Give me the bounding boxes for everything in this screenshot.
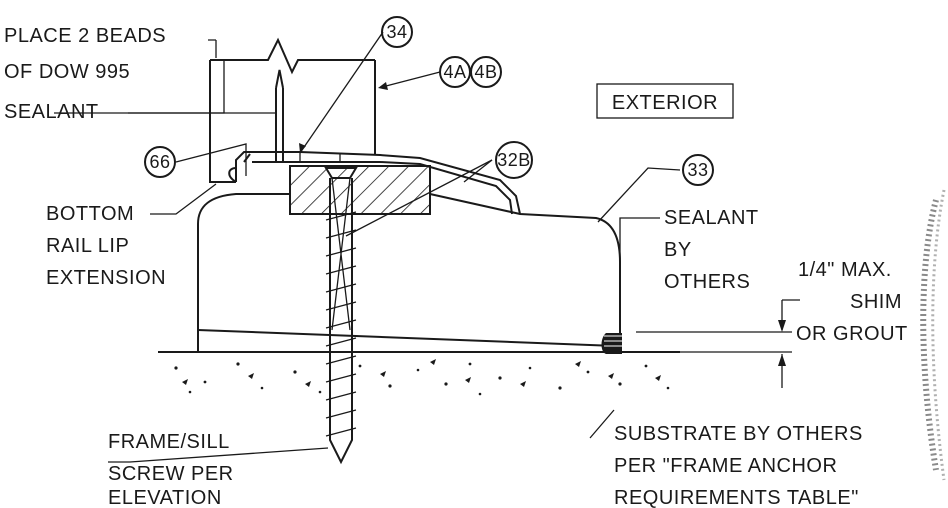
- note-exterior: EXTERIOR: [596, 83, 734, 119]
- svg-text:OR GROUT: OR GROUT: [796, 323, 908, 345]
- seal-stamp-edge: [920, 189, 946, 481]
- shim-dimension: [628, 299, 800, 388]
- svg-text:RAIL LIP: RAIL LIP: [46, 235, 129, 257]
- callout-32b: 32B: [495, 141, 533, 179]
- note-bottom-rail: BOTTOM RAIL LIP EXTENSION: [46, 203, 166, 289]
- callout-33: 33: [682, 154, 714, 186]
- note-frame-screw: FRAME/SILL SCREW PER ELEVATION: [108, 431, 234, 508]
- svg-text:34: 34: [386, 22, 407, 42]
- bottom-rail-clip: [228, 151, 521, 215]
- svg-text:4A: 4A: [443, 62, 466, 82]
- leader-lines: [54, 31, 681, 463]
- note-substrate: SUBSTRATE BY OTHERS PER "FRAME ANCHOR RE…: [614, 423, 863, 508]
- svg-text:PER "FRAME ANCHOR: PER "FRAME ANCHOR: [614, 455, 837, 477]
- svg-text:BOTTOM: BOTTOM: [46, 203, 134, 225]
- callout-66: 66: [144, 146, 176, 178]
- svg-text:4B: 4B: [474, 62, 497, 82]
- svg-text:1/4" MAX.: 1/4" MAX.: [798, 259, 892, 281]
- svg-text:OF DOW 995: OF DOW 995: [4, 61, 130, 83]
- svg-text:EXTERIOR: EXTERIOR: [612, 92, 718, 114]
- svg-text:OTHERS: OTHERS: [664, 271, 750, 293]
- sill-frame: [197, 193, 621, 353]
- svg-text:32B: 32B: [497, 150, 531, 170]
- svg-text:REQUIREMENTS TABLE": REQUIREMENTS TABLE": [614, 487, 859, 508]
- svg-text:ELEVATION: ELEVATION: [108, 487, 222, 508]
- note-sealant-instruction: PLACE 2 BEADS OF DOW 995 SEALANT: [4, 25, 166, 123]
- svg-text:PLACE 2 BEADS: PLACE 2 BEADS: [4, 25, 166, 47]
- svg-text:SHIM: SHIM: [850, 291, 902, 313]
- frame-sill-screw: [324, 167, 358, 465]
- hatched-block: [289, 165, 431, 215]
- note-sealant-by-others: SEALANT BY OTHERS: [664, 207, 759, 293]
- svg-text:BY: BY: [664, 239, 692, 261]
- svg-text:EXTENSION: EXTENSION: [46, 267, 166, 289]
- svg-text:33: 33: [687, 160, 708, 180]
- substrate: [158, 351, 680, 396]
- svg-text:SEALANT: SEALANT: [664, 207, 759, 229]
- svg-text:66: 66: [149, 152, 170, 172]
- svg-text:SCREW PER: SCREW PER: [108, 463, 234, 485]
- svg-text:SEALANT: SEALANT: [4, 101, 99, 123]
- sealant-bead: [601, 333, 624, 354]
- callout-34: 34: [381, 16, 413, 48]
- nail-shim: [275, 69, 284, 162]
- callout-4b: 4B: [470, 56, 502, 88]
- svg-text:FRAME/SILL: FRAME/SILL: [108, 431, 230, 453]
- note-shim: 1/4" MAX. SHIM OR GROUT: [796, 259, 908, 345]
- svg-text:SUBSTRATE BY OTHERS: SUBSTRATE BY OTHERS: [614, 423, 863, 445]
- upper-panel: [209, 37, 376, 183]
- callout-4a: 4A: [439, 56, 471, 88]
